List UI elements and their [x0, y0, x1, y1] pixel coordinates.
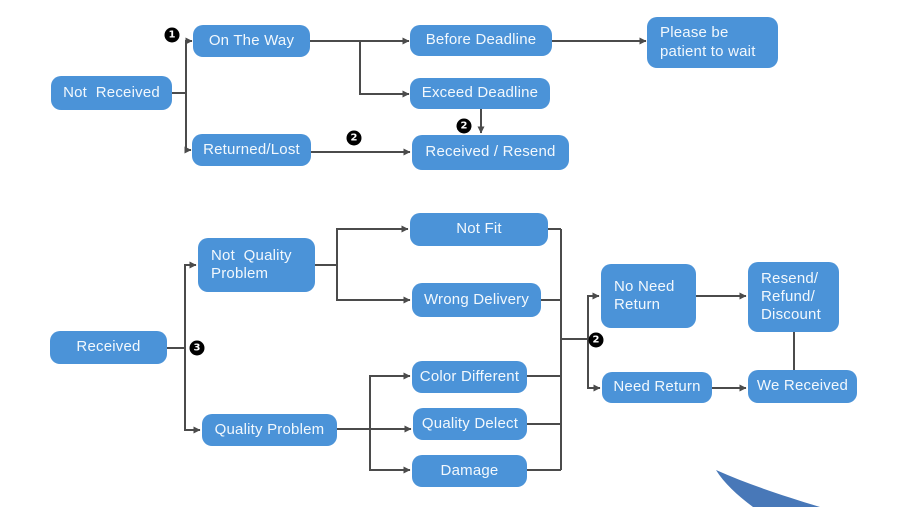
- flow-node-not-fit: Not Fit: [410, 213, 548, 246]
- step-marker-2-4: 2: [588, 332, 604, 348]
- flow-node-exceed-deadline: Exceed Deadline: [410, 78, 550, 109]
- edge-junction-to-not-fit: [336, 225, 409, 265]
- flow-node-no-need-return: No Need Return: [601, 264, 696, 328]
- edge-junction-to-damage: [369, 429, 411, 474]
- flow-node-not-received: Not Received: [51, 76, 172, 110]
- edge-branch-to-no-need-return: [587, 292, 600, 339]
- flow-node-color-different: Color Different: [412, 361, 527, 393]
- flow-node-returned-lost: Returned/Lost: [192, 134, 311, 166]
- edge-junction-to-wrong-delivery: [336, 265, 411, 304]
- edge-junction-to-on-the-way: [185, 37, 193, 150]
- flow-node-we-received: We Received: [748, 370, 857, 403]
- step-marker-2-2: 2: [456, 118, 472, 134]
- flow-node-need-return: Need Return: [602, 372, 712, 403]
- flow-node-resend-refund-discount: Resend/ Refund/ Discount: [748, 262, 839, 332]
- flow-edges: [167, 37, 795, 474]
- flow-node-on-the-way: On The Way: [193, 25, 310, 57]
- flow-node-wrong-delivery: Wrong Delivery: [412, 283, 541, 317]
- edge-junction-to-quality-problem: [184, 348, 201, 434]
- flow-node-received: Received: [50, 331, 167, 364]
- flow-node-quality-problem: Quality Problem: [202, 414, 337, 446]
- edge-on-the-way-to-exceed-deadline: [359, 41, 410, 98]
- edge-branch-to-need-return: [587, 339, 601, 392]
- step-marker-1-0: 1: [164, 27, 180, 43]
- flow-node-not-quality-problem: Not Quality Problem: [198, 238, 315, 292]
- flow-node-damage: Damage: [412, 455, 527, 487]
- edge-junction-to-color-different: [369, 372, 411, 429]
- swoosh-decoration-icon: [716, 470, 820, 507]
- step-marker-3-3: 3: [189, 340, 205, 356]
- flow-node-received-resend: Received / Resend: [412, 135, 569, 170]
- edge-junction-to-not-quality-problem: [184, 261, 197, 348]
- flow-node-before-deadline: Before Deadline: [410, 25, 552, 56]
- step-marker-2-1: 2: [346, 130, 362, 146]
- flow-node-quality-delect: Quality Delect: [413, 408, 527, 440]
- flow-node-please-wait: Please be patient to wait: [647, 17, 778, 68]
